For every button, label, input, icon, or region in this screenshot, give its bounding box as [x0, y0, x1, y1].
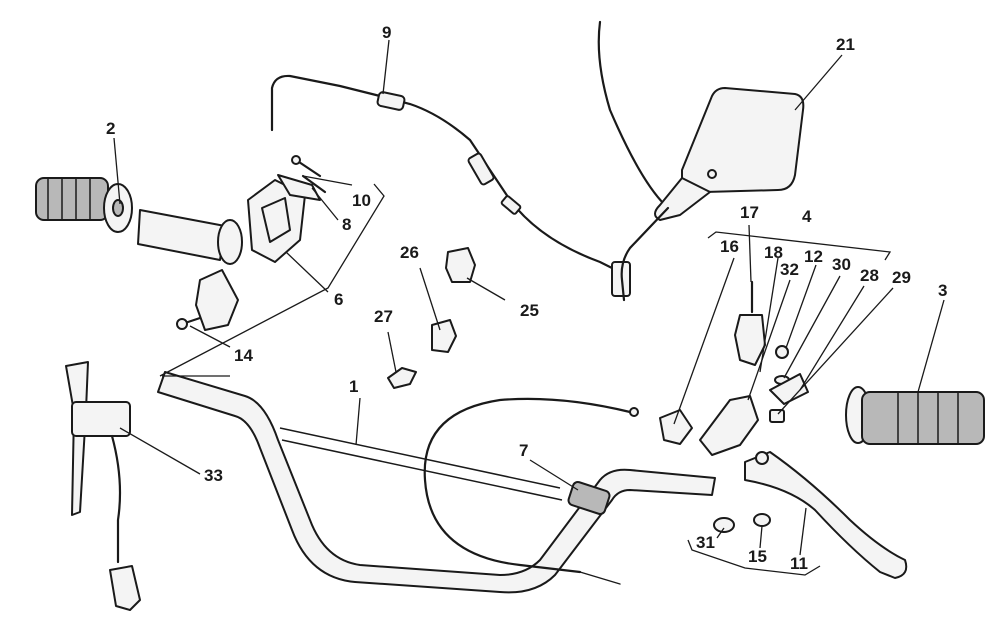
callout-14: 14 — [234, 346, 253, 365]
callout-15: 15 — [748, 547, 767, 566]
callout-33: 33 — [204, 466, 223, 485]
grouping-brackets — [159, 183, 892, 576]
callout-7: 7 — [519, 441, 528, 460]
callout-28: 28 — [860, 266, 879, 285]
callout-16: 16 — [720, 237, 739, 256]
throttle-tube — [137, 209, 243, 265]
kill-switch — [65, 361, 141, 611]
clutch-cable — [423, 397, 639, 585]
callout-11: 11 — [790, 554, 808, 573]
throttle-cable — [270, 74, 631, 297]
cable-clips — [387, 247, 476, 389]
callout-2: 2 — [106, 119, 115, 138]
callout-17: 17 — [740, 203, 759, 222]
callout-9: 9 — [382, 23, 391, 42]
callout-32: 32 — [780, 260, 799, 279]
callout-31: 31 — [696, 533, 715, 552]
callout-27: 27 — [374, 307, 393, 326]
right-grip — [845, 386, 985, 445]
callout-labels: 1 2 3 4 6 7 8 9 10 11 12 14 15 16 17 18 … — [106, 23, 947, 573]
left-grip — [35, 177, 133, 233]
mirror — [597, 20, 805, 302]
callout-25: 25 — [520, 301, 539, 320]
clutch-lever — [713, 451, 908, 579]
callout-18: 18 — [764, 243, 783, 262]
callout-21: 21 — [836, 35, 855, 54]
handlebar — [157, 371, 716, 594]
callout-4: 4 — [802, 207, 812, 226]
callout-1: 1 — [349, 377, 358, 396]
callout-12: 12 — [804, 247, 823, 266]
lever-assembly — [659, 280, 809, 456]
callout-3: 3 — [938, 281, 947, 300]
screw-set — [176, 155, 327, 330]
throttle-housing — [195, 174, 321, 331]
leader-lines — [113, 39, 945, 556]
callout-30: 30 — [832, 255, 851, 274]
callout-26: 26 — [400, 243, 419, 262]
callout-10: 10 — [352, 191, 371, 210]
callout-29: 29 — [892, 268, 911, 287]
callout-8: 8 — [342, 215, 351, 234]
callout-6: 6 — [334, 290, 343, 309]
